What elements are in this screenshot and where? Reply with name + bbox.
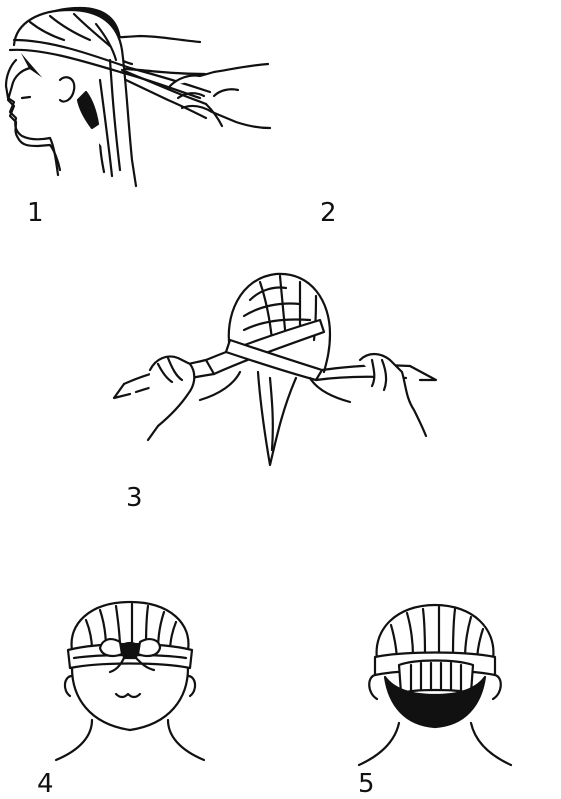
step-1-number: 1 <box>27 200 44 226</box>
step-2-number: 2 <box>320 200 337 226</box>
step-4-number: 4 <box>37 771 54 797</box>
step-2-illustration <box>0 0 273 200</box>
step-5-illustration <box>355 595 515 775</box>
step-4-illustration <box>50 590 210 770</box>
head-bandage-tied-front-icon <box>50 590 210 770</box>
step-3-number: 3 <box>126 485 143 511</box>
head-triangular-bandage-draped-icon <box>0 0 273 200</box>
step-5-number: 5 <box>358 771 375 797</box>
head-bandage-finished-back-icon <box>355 595 515 775</box>
head-bandage-crossing-ends-icon <box>110 260 450 475</box>
step-3-illustration <box>110 260 450 475</box>
